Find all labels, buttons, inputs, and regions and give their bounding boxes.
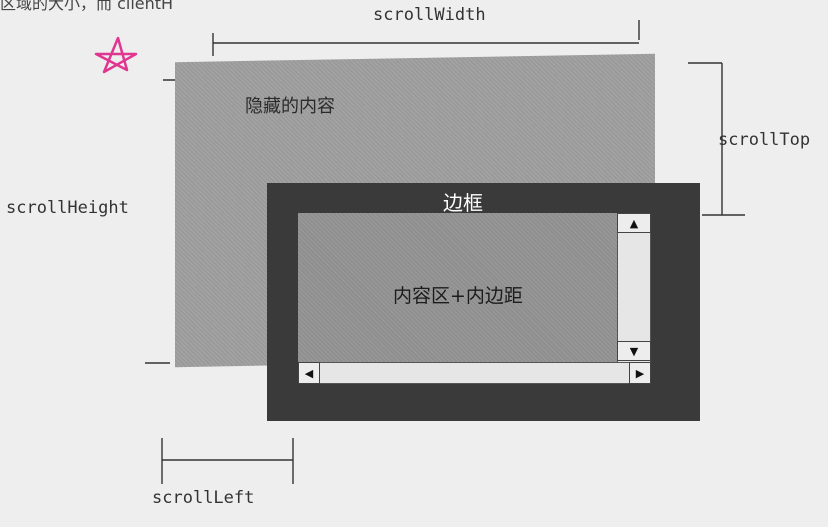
content-padding-label: 内容区+内边距 bbox=[393, 285, 523, 307]
vertical-scrollbar[interactable] bbox=[617, 213, 651, 363]
content-padding-area bbox=[298, 213, 618, 363]
horizontal-scrollbar[interactable] bbox=[298, 362, 651, 384]
scrolltop-bracket bbox=[688, 62, 745, 216]
border-label: 边框 bbox=[443, 191, 483, 215]
scroll-down-arrow-icon[interactable]: ▼ bbox=[617, 341, 651, 361]
scrolltop-label: scrollTop bbox=[718, 130, 811, 150]
scroll-left-arrow-icon[interactable]: ◀ bbox=[298, 362, 320, 384]
scrollwidth-bracket bbox=[212, 20, 640, 56]
top-text-fragment: 区域的大小，而 clientH bbox=[0, 0, 174, 13]
scroll-up-arrow-icon[interactable]: ▲ bbox=[617, 213, 651, 233]
scroll-right-arrow-icon[interactable]: ▶ bbox=[629, 362, 651, 384]
scrollleft-label: scrollLeft bbox=[152, 488, 255, 508]
star-icon bbox=[94, 36, 138, 74]
hidden-content-label: 隐藏的内容 bbox=[245, 96, 335, 117]
scrollleft-bracket bbox=[161, 438, 294, 484]
scrollheight-label: scrollHeight bbox=[6, 198, 129, 218]
scrollwidth-label: scrollWidth bbox=[373, 5, 486, 25]
